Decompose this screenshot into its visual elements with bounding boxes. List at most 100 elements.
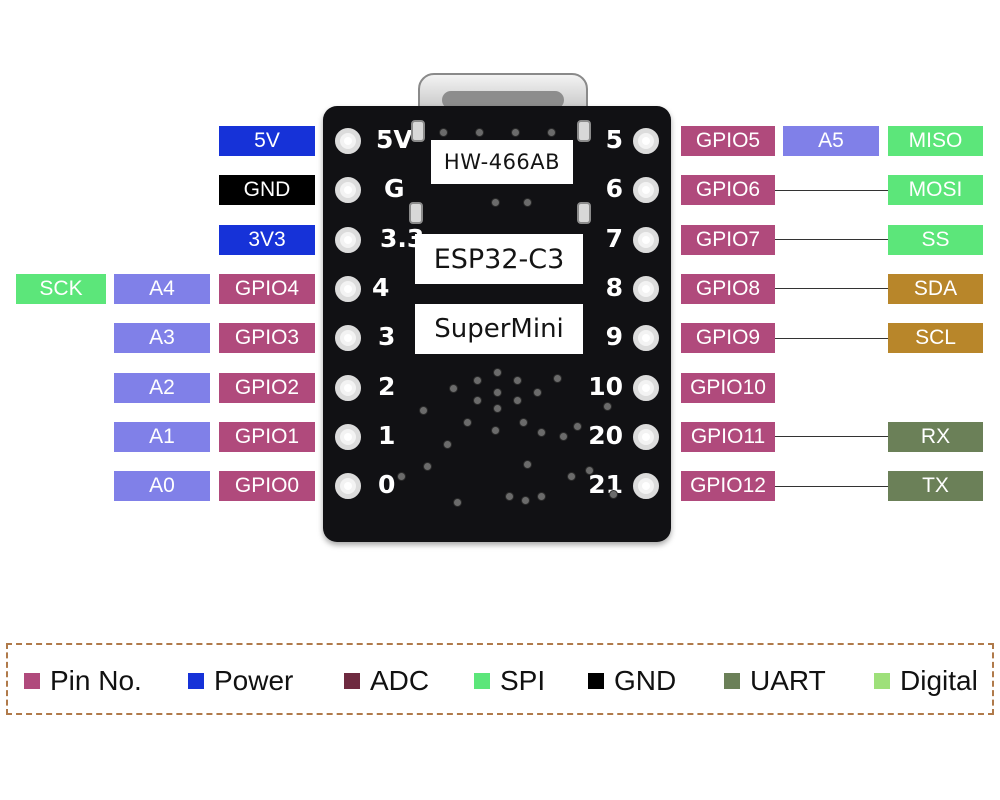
legend-item: Digital [874, 665, 978, 697]
legend-item: Power [188, 665, 293, 697]
pcb-via [439, 128, 448, 137]
right-pin-pad [633, 473, 659, 500]
legend-item: UART [724, 665, 826, 697]
pcb-via [537, 428, 546, 437]
chip-label: HW-466AB [431, 140, 573, 184]
legend-swatch [24, 673, 40, 689]
left-pin-pad [335, 423, 361, 450]
pcb-via [523, 198, 532, 207]
right-pin-label: GPIO6 [681, 175, 775, 206]
legend-item: Pin No. [24, 665, 142, 697]
pcb-via [493, 404, 502, 413]
left-pin-pad [335, 325, 361, 352]
right-pin-pad [633, 275, 659, 302]
legend-swatch [588, 673, 604, 689]
pcb-via [547, 128, 556, 137]
left-function-label: SCK [16, 273, 106, 304]
connector-line [775, 436, 888, 438]
right-pin-label: GPIO5 [681, 126, 775, 156]
left-pin-pad [335, 177, 361, 204]
legend-label: UART [750, 665, 826, 696]
pcb-via [453, 498, 462, 507]
legend-item: GND [588, 665, 676, 697]
right-pin-pad [633, 128, 659, 154]
right-function-label: SS [888, 224, 983, 255]
right-function-label: MISO [888, 126, 983, 156]
legend-label: GND [614, 665, 677, 696]
right-pin-label: GPIO10 [681, 372, 775, 403]
left-pin-label: GPIO3 [219, 323, 315, 354]
left-pin-pad [335, 473, 361, 500]
right-pin-pad [633, 423, 659, 450]
right-pin-number: 9 [605, 322, 623, 352]
legend-swatch [344, 673, 360, 689]
right-pin-label: GPIO7 [681, 224, 775, 255]
left-pin-pad [335, 275, 361, 302]
pcb-via [491, 198, 500, 207]
left-pin-number: 5V [376, 125, 413, 154]
left-pin-label: GPIO4 [219, 273, 315, 304]
left-adc-label: A0 [114, 471, 210, 502]
led-component [577, 120, 591, 142]
legend-label: ADC [370, 665, 430, 696]
left-pin-pad [335, 128, 361, 154]
connector-line [775, 189, 888, 191]
left-pin-number: 4 [372, 272, 390, 302]
legend-swatch [188, 673, 204, 689]
pcb-via [513, 396, 522, 405]
legend-swatch [474, 673, 490, 689]
right-pin-number: 8 [605, 272, 623, 302]
legend: Pin No. Power ADC SPI GND UART Digital [6, 643, 994, 715]
left-adc-label: A1 [114, 421, 210, 452]
legend-swatch [724, 673, 740, 689]
legend-item: ADC [344, 665, 429, 697]
right-function-label: RX [888, 421, 983, 452]
pcb-via [573, 422, 582, 431]
pcb-via [473, 396, 482, 405]
legend-swatch [874, 673, 890, 689]
legend-label: Power [214, 665, 294, 696]
legend-label: Digital [900, 665, 978, 696]
left-pin-number: 0 [378, 470, 396, 500]
pcb-via [523, 460, 532, 469]
usb-c-port-opening [442, 91, 564, 109]
legend-item: SPI [474, 665, 545, 697]
pcb-via [419, 406, 428, 415]
pcb-via [553, 374, 562, 383]
connector-line [775, 239, 888, 241]
pcb-via [491, 426, 500, 435]
right-pin-pad [633, 374, 659, 401]
pcb-via [513, 376, 522, 385]
pcb-via [533, 388, 542, 397]
left-pin-number: G [384, 174, 405, 204]
pcb-via [537, 492, 546, 501]
left-pin-number: 2 [378, 371, 396, 401]
connector-line [775, 485, 888, 487]
left-pin-label: GPIO2 [219, 372, 315, 403]
left-pin-number: 1 [378, 420, 396, 450]
left-adc-label: A2 [114, 372, 210, 403]
right-pin-number: 5 [605, 125, 623, 154]
right-pin-number: 10 [588, 371, 623, 401]
right-pin-number: 6 [605, 174, 623, 204]
right-function-label: SCL [888, 323, 983, 354]
led-component [409, 202, 423, 224]
pcb-via [397, 472, 406, 481]
left-pin-label: 5V [219, 126, 315, 156]
pcb-via [511, 128, 520, 137]
left-pin-pad [335, 374, 361, 401]
pcb-via [443, 440, 452, 449]
right-function-label: MOSI [888, 175, 983, 206]
legend-label: SPI [500, 665, 546, 696]
right-pin-label: GPIO12 [681, 471, 775, 502]
left-adc-label: A3 [114, 323, 210, 354]
right-pin-label: GPIO11 [681, 421, 775, 452]
board-name-label: SuperMini [415, 304, 583, 354]
connector-line [775, 337, 888, 339]
left-pin-label: GND [219, 175, 315, 206]
left-pin-number: 3 [378, 322, 396, 352]
left-pin-label: 3V3 [219, 224, 315, 255]
right-adc-label: A5 [783, 126, 879, 156]
